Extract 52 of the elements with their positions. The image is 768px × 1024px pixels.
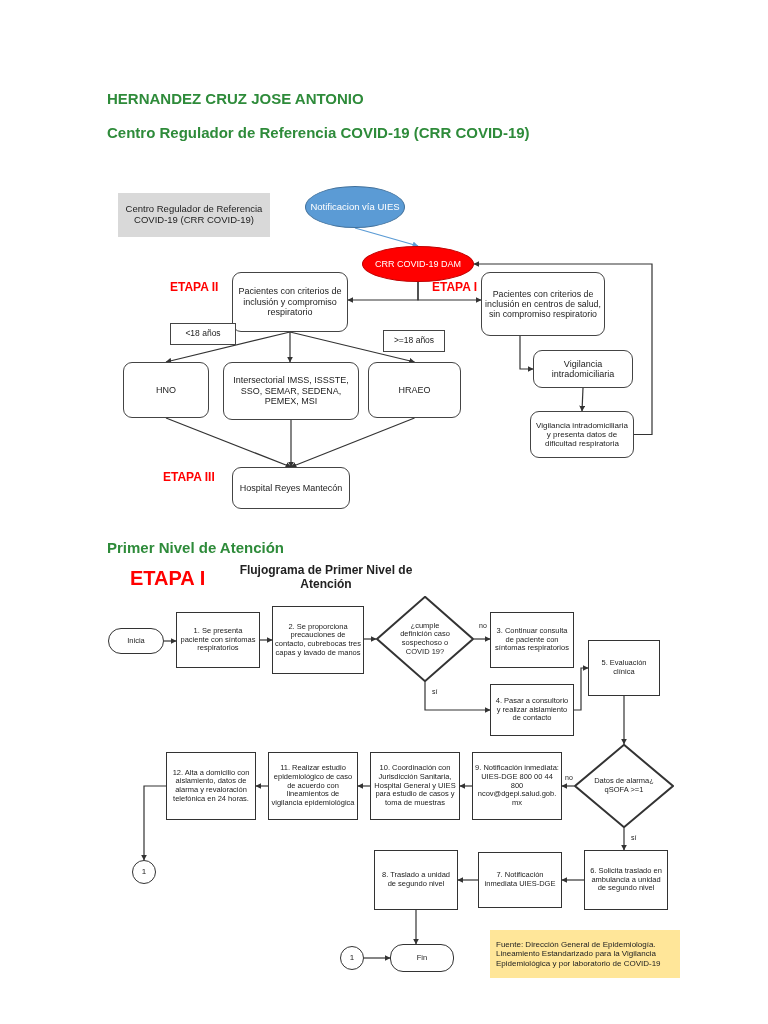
arrow xyxy=(287,331,293,363)
start-ellipse: Notificacion vía UIES xyxy=(305,186,405,228)
arrow xyxy=(357,783,371,789)
section-heading: Primer Nivel de Atención xyxy=(107,539,284,556)
process-box: Intersectorial IMSS, ISSSTE, SSO, SEMAR, SEDENA, PEMEX, MSI xyxy=(223,362,359,420)
arrow xyxy=(288,419,294,468)
stage-label: ETAPA I xyxy=(130,567,206,590)
arrow xyxy=(413,909,419,945)
flowchart-title: Flujograma de Primer Nivel de Atención xyxy=(238,563,414,591)
arrow xyxy=(255,783,269,789)
arrow xyxy=(573,665,589,711)
center-ellipse: CRR COVID-19 DAM xyxy=(362,246,474,282)
arrow xyxy=(289,331,416,364)
arrow xyxy=(579,387,586,412)
process-box: Vigilancia intradomiciliaria xyxy=(533,350,633,388)
arrow xyxy=(363,636,377,642)
age-box: <18 años xyxy=(170,323,236,345)
arrow xyxy=(259,637,273,643)
stage-label: ETAPA I xyxy=(432,280,478,294)
arrow xyxy=(621,695,627,745)
process-box: HNO xyxy=(123,362,209,418)
arrow xyxy=(561,783,575,789)
arrow xyxy=(473,636,491,642)
arrow xyxy=(141,785,167,861)
section-heading: Centro Regulador de Referencia COVID-19 (CRR COVID-19) xyxy=(107,124,530,141)
connector-circle: 1 xyxy=(132,860,156,884)
arrow xyxy=(165,331,291,364)
arrow xyxy=(459,783,473,789)
arrow xyxy=(354,227,419,248)
connector-circle: 1 xyxy=(340,946,364,970)
arrow xyxy=(621,827,627,851)
process-box: Vigilancia intradomiciliaria y presenta datos de dificultad respiratoria xyxy=(530,411,634,458)
arrow xyxy=(363,955,391,961)
arrow xyxy=(165,417,292,468)
stage-label: ETAPA II xyxy=(170,280,219,294)
author-name: HERNANDEZ CRUZ JOSE ANTONIO xyxy=(107,90,364,107)
arrow xyxy=(519,335,534,372)
stage-label: ETAPA III xyxy=(163,470,215,484)
process-box: Hospital Reyes Mantecón xyxy=(232,467,350,509)
title-box: Centro Regulador de Referencia COVID-19 (CRR COVID-19) xyxy=(118,193,270,237)
process-box: Pacientes con criterios de inclusión en centros de salud, sin compromiso respiratorio xyxy=(481,272,605,336)
arrow xyxy=(457,877,479,883)
arrow xyxy=(473,261,653,436)
arrow xyxy=(417,281,482,303)
arrow xyxy=(163,638,177,644)
arrow xyxy=(424,681,491,713)
source-note: Fuente: Dirección General de Epidemiología. Lineamiento Estandarizado para la Vigilancia Epidemiológica y por laboratorio de COVID-19 xyxy=(490,930,680,978)
process-box: HRAEO xyxy=(368,362,461,418)
arrow xyxy=(290,417,416,468)
process-box: Pacientes con criterios de inclusión y compromiso respiratorio xyxy=(232,272,348,332)
age-box: >=18 años xyxy=(383,330,445,352)
arrow xyxy=(561,877,585,883)
